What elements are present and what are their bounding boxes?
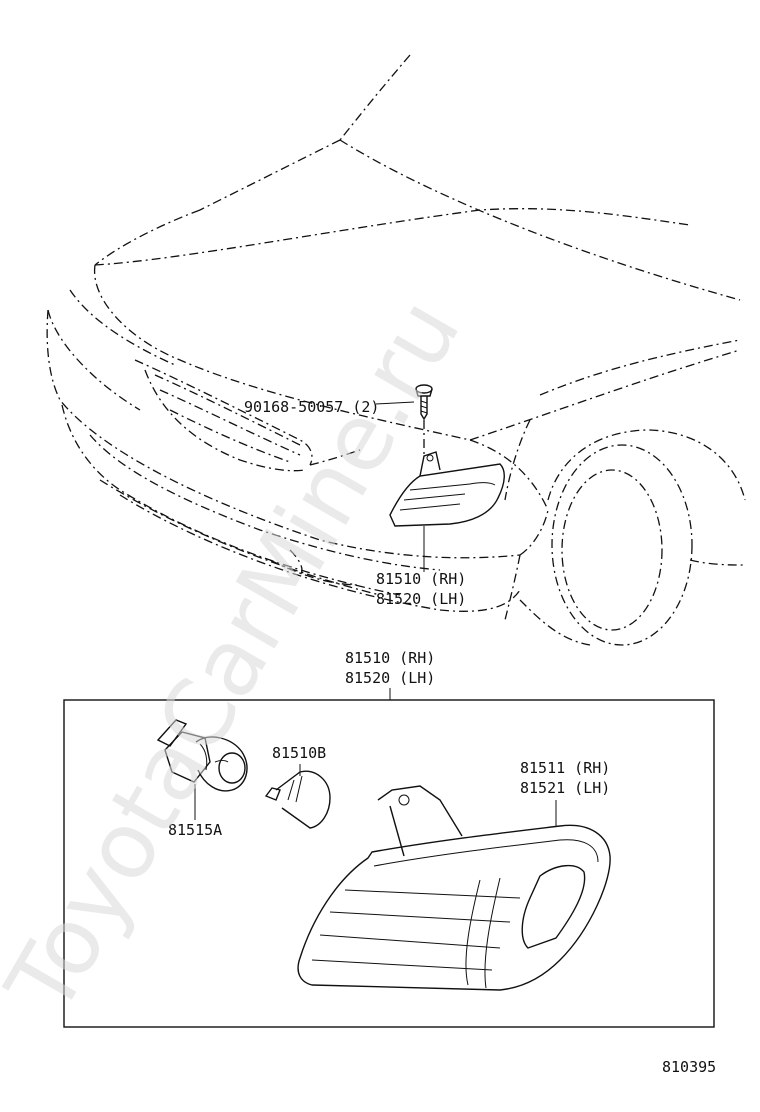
socket-part-number: 81515A (168, 821, 222, 839)
lens-part (297, 785, 611, 991)
socket-part (156, 719, 248, 792)
lens-lh-part-number: 81521 (LH) (520, 779, 610, 797)
bulb-part (264, 770, 331, 829)
assembly-lh-part-number: 81520 (LH) (345, 669, 435, 687)
bulb-part-number: 81510B (272, 744, 326, 762)
lens-rh-part-number: 81511 (RH) (520, 759, 610, 777)
diagram-id: 810395 (662, 1058, 716, 1076)
bolt-part (415, 384, 433, 455)
bolt-part-number: 90168-50057 (2) (244, 398, 379, 416)
car-body-outline (46, 54, 746, 646)
lamp-lh-part-number: 81520 (LH) (376, 590, 466, 608)
assembly-detail-box (63, 699, 715, 1028)
assembly-rh-part-number: 81510 (RH) (345, 649, 435, 667)
installed-corner-lamp (389, 451, 505, 527)
lamp-rh-part-number: 81510 (RH) (376, 570, 466, 588)
